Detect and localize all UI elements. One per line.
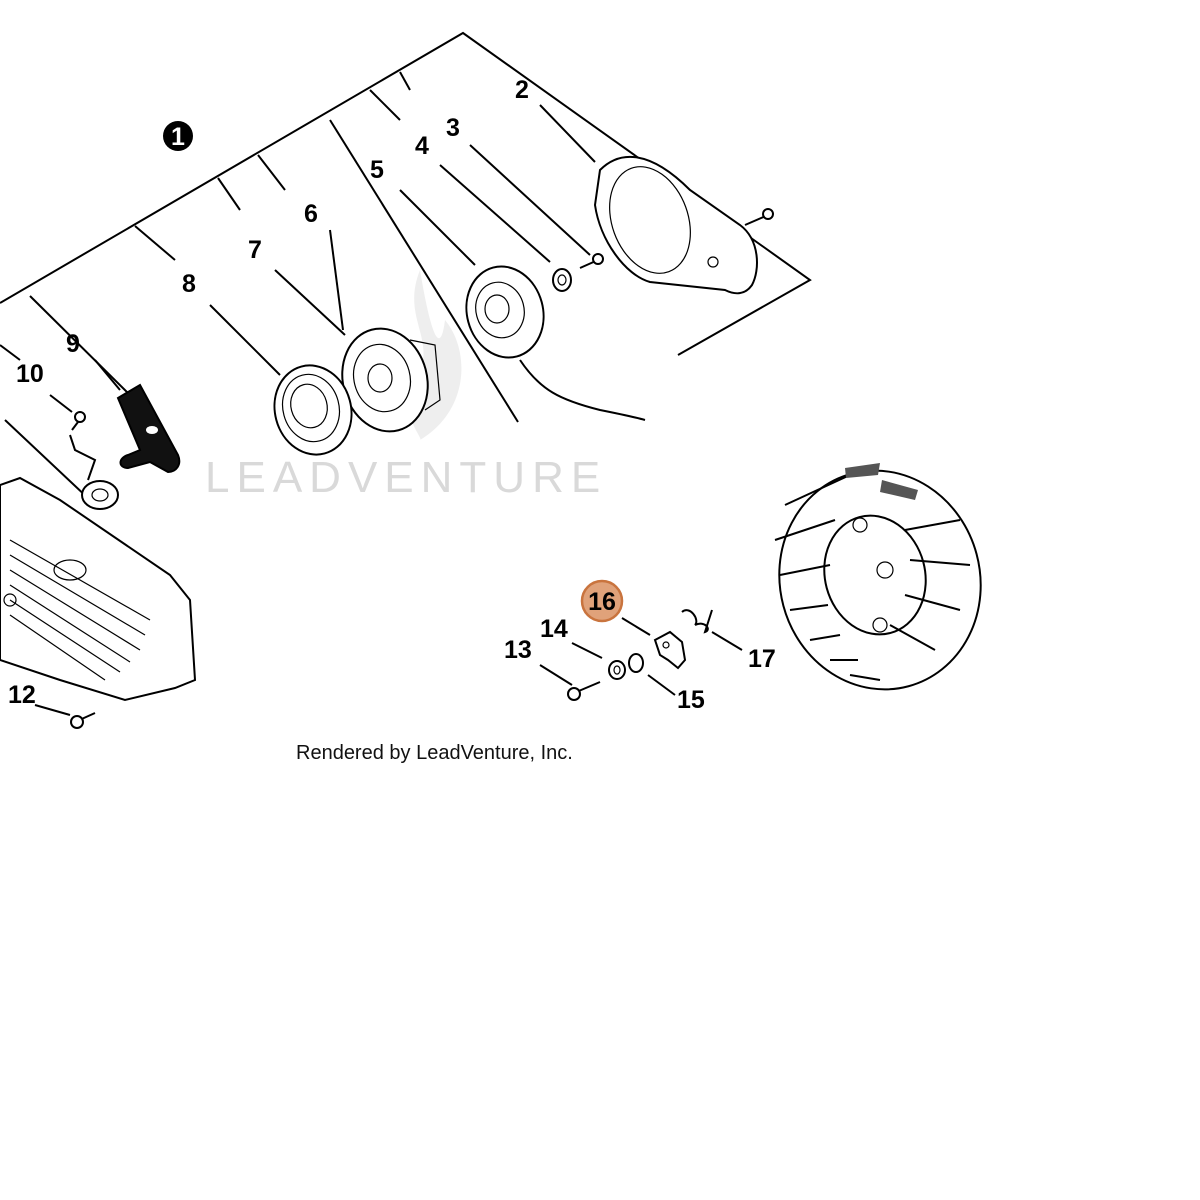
callout-1: 1	[171, 123, 185, 151]
part-14-washer[interactable]	[608, 660, 626, 680]
callout-13[interactable]: 13	[504, 636, 532, 664]
callout-16: 16	[588, 588, 616, 616]
part-10-screw[interactable]	[69, 411, 97, 481]
part-5-rope-rotor[interactable]	[456, 258, 646, 421]
watermark-text: LEADVENTURE	[205, 453, 607, 502]
callout-5[interactable]: 5	[370, 156, 384, 184]
part-2-cover-plate[interactable]	[593, 155, 758, 295]
callout-10[interactable]: 10	[16, 360, 44, 388]
part-4-washer[interactable]	[552, 268, 572, 292]
part-fan-housing[interactable]	[0, 476, 197, 702]
callout-16-highlight[interactable]: 16	[580, 579, 624, 623]
render-credit: Rendered by LeadVenture, Inc.	[296, 742, 573, 764]
callout-17[interactable]: 17	[748, 645, 776, 673]
callout-7[interactable]: 7	[248, 236, 262, 264]
highlight-circle	[580, 579, 624, 623]
part-17-spring[interactable]	[681, 609, 713, 634]
part-flywheel[interactable]	[755, 448, 1005, 712]
part-3-screw[interactable]	[579, 253, 604, 269]
part-9-starter-grip[interactable]	[116, 383, 181, 474]
assembly-badge	[163, 121, 193, 151]
callout-15[interactable]: 15	[677, 686, 705, 714]
assembly-bracket	[0, 31, 812, 501]
part-12-screw[interactable]	[70, 712, 96, 729]
part-15-sleeve[interactable]	[628, 653, 644, 673]
callout-2[interactable]: 2	[515, 76, 529, 104]
callout-9[interactable]: 9	[66, 330, 80, 358]
part-rope-guide[interactable]	[81, 480, 119, 510]
part-8-rewind-spring[interactable]	[265, 357, 362, 464]
callout-6[interactable]: 6	[304, 200, 318, 228]
part-screw-plate[interactable]	[744, 208, 774, 226]
callout-12[interactable]: 12	[8, 681, 36, 709]
callout-8[interactable]: 8	[182, 270, 196, 298]
callout-14[interactable]: 14	[540, 615, 568, 643]
callout-4[interactable]: 4	[415, 132, 429, 160]
part-16-pawl[interactable]	[653, 630, 687, 670]
part-13-screw[interactable]	[567, 681, 601, 701]
leader-lines	[34, 104, 743, 716]
callout-1-badge[interactable]: 1	[163, 121, 193, 151]
callout-3[interactable]: 3	[446, 114, 460, 142]
